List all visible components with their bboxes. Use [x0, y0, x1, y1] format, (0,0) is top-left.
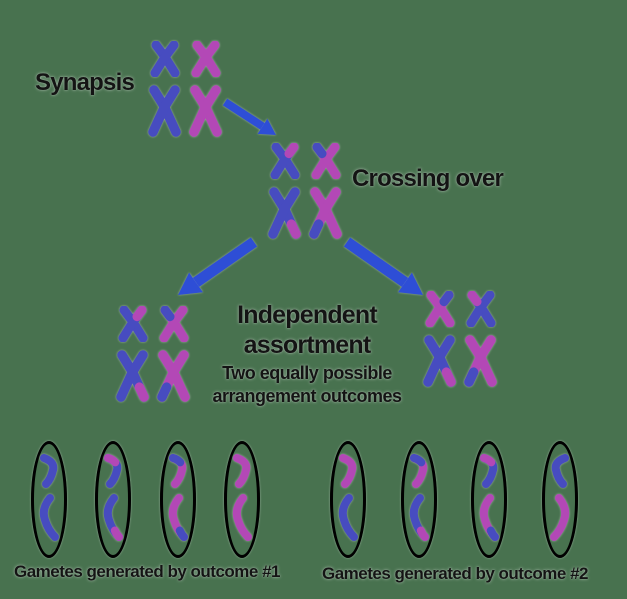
chromosome-blue-crossover-icon	[118, 306, 147, 342]
independent-assortment-text-block: Independent assortment Two equally possi…	[182, 300, 432, 408]
independent-assortment-title-line2: assortment	[243, 331, 372, 359]
chromatid-magenta-icon	[232, 454, 251, 488]
crossing-over-label: Crossing over	[352, 165, 504, 192]
gametes-outcome2-group	[330, 441, 578, 558]
chromatid-magenta-icon	[549, 494, 570, 541]
synapsis-chromosome-group	[146, 41, 224, 137]
chromatid-blue-crossover-icon	[409, 494, 429, 541]
assortment-note-line1: Two equally possible	[222, 363, 392, 383]
chromosome-magenta-icon	[191, 41, 220, 77]
outcome1-chromosome-group	[114, 306, 192, 402]
gamete-cell	[400, 441, 437, 558]
arrow-to-outcome2-icon	[343, 237, 423, 295]
chromosome-magenta-crossover-icon	[425, 291, 454, 327]
chromatid-magenta-crossover-icon	[480, 494, 500, 541]
chromatid-magenta-crossover-icon	[168, 494, 188, 541]
chromosome-blue-crossover-icon	[423, 335, 456, 387]
chromatid-blue-icon	[338, 494, 358, 541]
chromosome-blue-crossover-icon	[268, 187, 301, 239]
gamete-cell	[159, 441, 196, 558]
crossing-over-chromosome-group	[266, 143, 344, 239]
outcome2-chromosome-group	[421, 291, 499, 387]
chromatid-magenta-icon	[232, 494, 252, 541]
chromatid-blue-icon	[40, 454, 58, 488]
chromatid-magenta-crossover-icon	[168, 454, 186, 488]
gamete-cell	[541, 441, 578, 558]
chromosome-magenta-crossover-icon	[311, 143, 340, 179]
chromosome-magenta-icon	[189, 85, 222, 137]
synapsis-label: Synapsis	[35, 69, 135, 96]
chromosome-blue-crossover-icon	[466, 291, 495, 327]
gamete-cell	[31, 441, 67, 558]
gamete-cell	[471, 441, 508, 558]
chromosome-magenta-crossover-icon	[309, 187, 342, 239]
chromosome-magenta-crossover-icon	[464, 335, 497, 387]
independent-assortment-title-line1: Independent	[237, 301, 378, 329]
gamete-cell	[223, 441, 260, 558]
arrow-synapsis-to-crossing-icon	[222, 98, 276, 135]
chromatid-blue-crossover-icon	[104, 494, 124, 541]
gametes-outcome1-group	[31, 441, 260, 558]
chromatid-blue-crossover-icon	[104, 454, 122, 488]
chromatid-blue-icon	[39, 494, 59, 541]
arrow-to-outcome1-icon	[178, 237, 258, 295]
chromosome-magenta-crossover-icon	[159, 306, 188, 342]
chromatid-blue-icon	[551, 454, 569, 488]
chromosome-magenta-crossover-icon	[157, 350, 190, 402]
assortment-note-line2: arrangement outcomes	[212, 386, 402, 406]
gametes-outcome2-label: Gametes generated by outcome #2	[321, 564, 589, 583]
chromatid-blue-crossover-icon	[480, 454, 498, 488]
chromosome-blue-crossover-icon	[270, 143, 299, 179]
gamete-cell	[95, 441, 132, 558]
gametes-outcome1-label: Gametes generated by outcome #1	[13, 562, 281, 581]
chromatid-magenta-icon	[339, 454, 357, 488]
chromosome-blue-icon	[150, 41, 179, 77]
chromosome-blue-crossover-icon	[116, 350, 149, 402]
chromosome-blue-icon	[148, 85, 181, 137]
chromatid-magenta-crossover-icon	[409, 454, 427, 488]
gamete-cell	[330, 441, 366, 558]
